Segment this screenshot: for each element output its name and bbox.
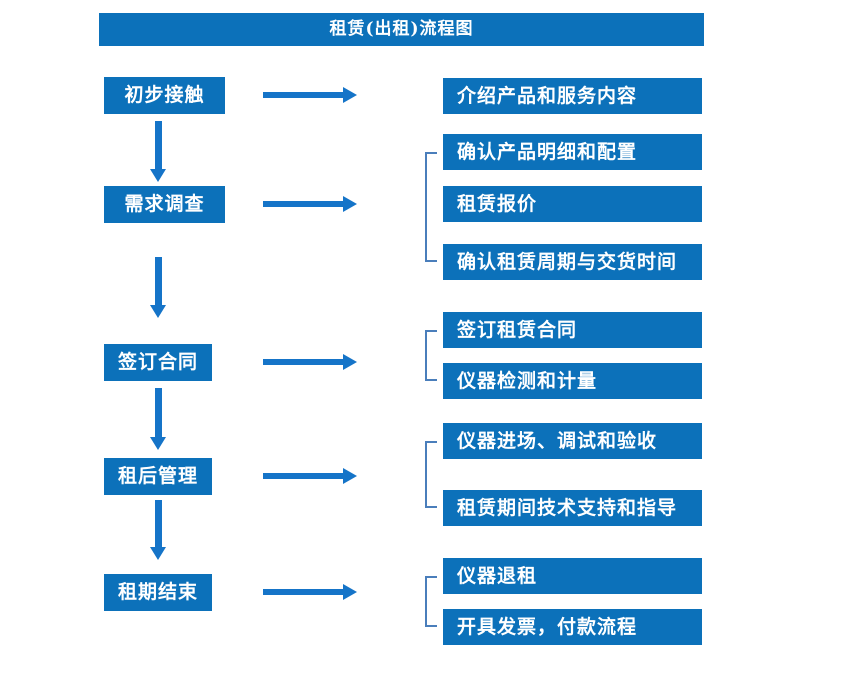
detail-box-technical-support: 租赁期间技术支持和指导	[443, 490, 702, 526]
stage-box-initial-contact: 初步接触	[104, 77, 225, 114]
detail-box-invoice-payment: 开具发票，付款流程	[443, 609, 702, 645]
arrow-head	[343, 468, 357, 484]
detail-box-instrument-testing: 仪器检测和计量	[443, 363, 702, 399]
arrow-right-icon-2	[263, 196, 357, 212]
group-bracket-icon-1	[425, 152, 437, 262]
detail-box-instrument-setup: 仪器进场、调试和验收	[443, 423, 702, 459]
group-bracket-icon-3	[425, 441, 437, 508]
detail-box-rental-quote: 租赁报价	[443, 186, 702, 222]
stage-box-rental-end: 租期结束	[104, 574, 212, 611]
arrow-down-icon-4	[150, 500, 166, 560]
arrow-head	[343, 196, 357, 212]
arrow-head	[150, 437, 166, 450]
detail-box-confirm-rental-period: 确认租赁周期与交货时间	[443, 244, 702, 280]
arrow-shaft	[263, 589, 344, 595]
arrow-down-icon-2	[150, 257, 166, 318]
arrow-head	[343, 87, 357, 103]
arrow-shaft	[263, 92, 344, 98]
detail-box-instrument-return: 仪器退租	[443, 558, 702, 594]
arrow-head	[150, 547, 166, 560]
arrow-down-icon-1	[150, 121, 166, 182]
arrow-down-icon-3	[150, 388, 166, 450]
arrow-right-icon-5	[263, 584, 357, 600]
flowchart-title: 租赁(出租)流程图	[99, 13, 704, 46]
arrow-head	[150, 305, 166, 318]
stage-box-demand-survey: 需求调查	[104, 186, 225, 223]
arrow-shaft	[155, 388, 162, 438]
stage-box-sign-contract: 签订合同	[104, 344, 212, 381]
arrow-right-icon-1	[263, 87, 357, 103]
group-bracket-icon-4	[425, 576, 437, 627]
arrow-shaft	[263, 201, 344, 207]
arrow-head	[343, 354, 357, 370]
stage-box-post-rental-management: 租后管理	[104, 458, 212, 495]
arrow-right-icon-4	[263, 468, 357, 484]
arrow-right-icon-3	[263, 354, 357, 370]
detail-box-introduce-products: 介绍产品和服务内容	[443, 78, 702, 114]
detail-box-sign-rental-contract: 签订租赁合同	[443, 312, 702, 348]
arrow-shaft	[155, 257, 162, 306]
arrow-head	[343, 584, 357, 600]
arrow-shaft	[155, 121, 162, 170]
arrow-shaft	[263, 473, 344, 479]
arrow-head	[150, 169, 166, 182]
group-bracket-icon-2	[425, 330, 437, 381]
detail-box-confirm-product-details: 确认产品明细和配置	[443, 134, 702, 170]
arrow-shaft	[263, 359, 344, 365]
arrow-shaft	[155, 500, 162, 548]
